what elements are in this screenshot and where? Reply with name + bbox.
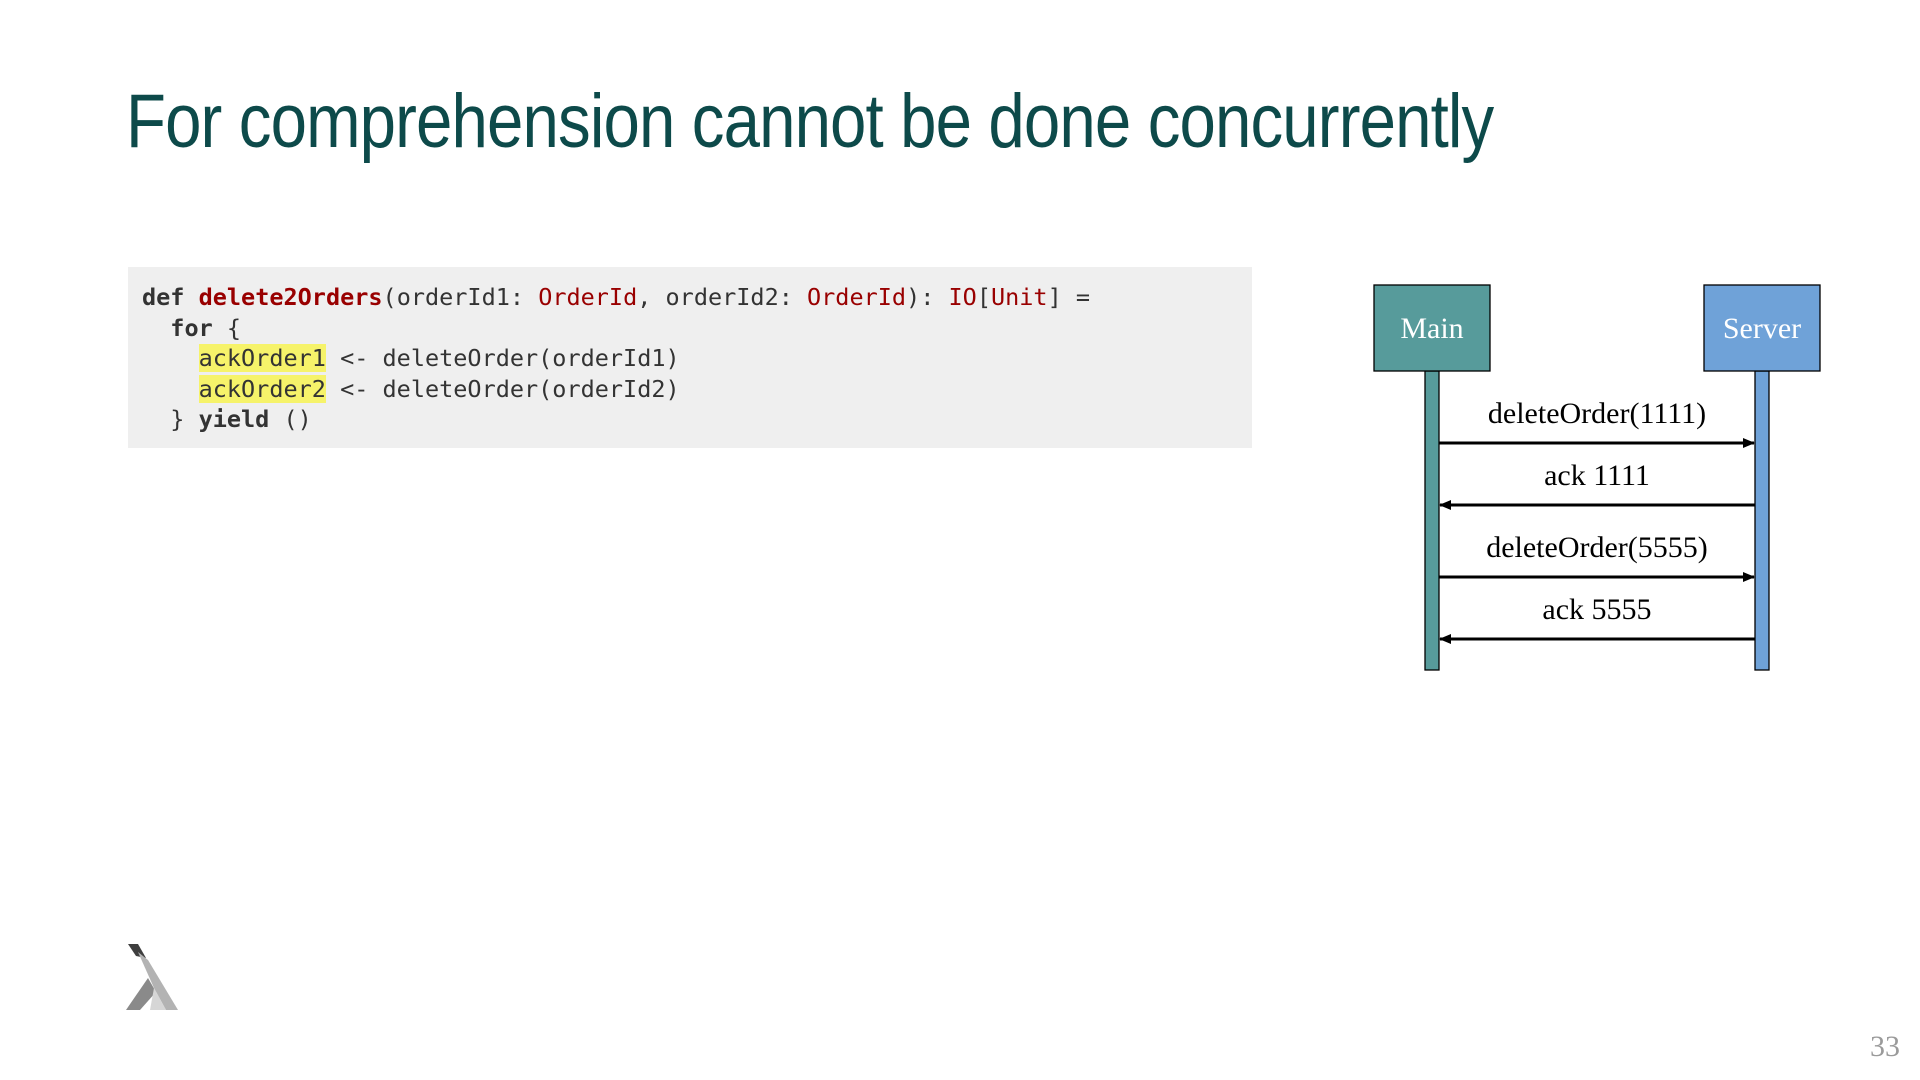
code-line-2: for { bbox=[142, 313, 1238, 344]
code-params-mid: , orderId2: bbox=[637, 283, 808, 311]
message-label: deleteOrder(5555) bbox=[1486, 531, 1708, 564]
type-unit: Unit bbox=[990, 283, 1048, 311]
lifeline-main bbox=[1424, 370, 1440, 671]
code-line-1: def delete2Orders(orderId1: OrderId, ord… bbox=[142, 282, 1238, 313]
code-bracket: [ bbox=[976, 283, 991, 311]
code-unit: () bbox=[269, 405, 312, 433]
message-label: ack 5555 bbox=[1542, 593, 1651, 626]
participant-label-server: Server bbox=[1723, 312, 1801, 345]
slide-number: 33 bbox=[1870, 1030, 1900, 1063]
code-indent bbox=[142, 344, 199, 372]
lifeline-server bbox=[1754, 370, 1770, 671]
lambda-logo-icon bbox=[126, 944, 180, 1018]
slide-title: For comprehension cannot be done concurr… bbox=[126, 79, 1494, 164]
participant-box-main bbox=[1373, 284, 1491, 372]
code-line-5: } yield () bbox=[142, 404, 1238, 435]
highlighted-ackorder2: ackOrder2 bbox=[198, 374, 326, 403]
participant-box-server bbox=[1703, 284, 1821, 372]
keyword-def: def bbox=[142, 283, 185, 311]
type-orderid-2: OrderId bbox=[807, 283, 907, 311]
code-indent bbox=[142, 375, 199, 403]
highlighted-ackorder1: ackOrder1 bbox=[198, 344, 326, 372]
type-io: IO bbox=[948, 283, 977, 311]
code-tail: ] = bbox=[1047, 283, 1091, 311]
code-indent bbox=[142, 314, 170, 342]
keyword-for: for bbox=[170, 313, 213, 342]
code-space bbox=[184, 283, 198, 311]
code-delete-call-2: <- deleteOrder(orderId2) bbox=[325, 374, 680, 403]
code-params-open: (orderId1: bbox=[382, 283, 539, 311]
message-label: deleteOrder(1111) bbox=[1488, 397, 1706, 430]
code-params-close: ): bbox=[906, 283, 949, 311]
participant-label-main: Main bbox=[1400, 312, 1463, 345]
sequence-diagram: Main Server deleteOrder(1111) ack 1111 dele… bbox=[1373, 284, 1821, 671]
code-brace-open: { bbox=[212, 313, 242, 342]
code-delete-call-1: <- deleteOrder(orderId1) bbox=[325, 344, 680, 372]
code-line-4: ackOrder2 <- deleteOrder(orderId2) bbox=[142, 374, 1238, 405]
message-label: ack 1111 bbox=[1544, 459, 1650, 492]
type-orderid-1: OrderId bbox=[538, 283, 638, 311]
code-block: def delete2Orders(orderId1: OrderId, ord… bbox=[128, 267, 1252, 448]
keyword-yield: yield bbox=[198, 405, 270, 433]
code-line-3: ackOrder1 <- deleteOrder(orderId1) bbox=[142, 343, 1238, 374]
code-brace-close: } bbox=[142, 405, 199, 433]
function-name: delete2Orders bbox=[198, 283, 383, 311]
